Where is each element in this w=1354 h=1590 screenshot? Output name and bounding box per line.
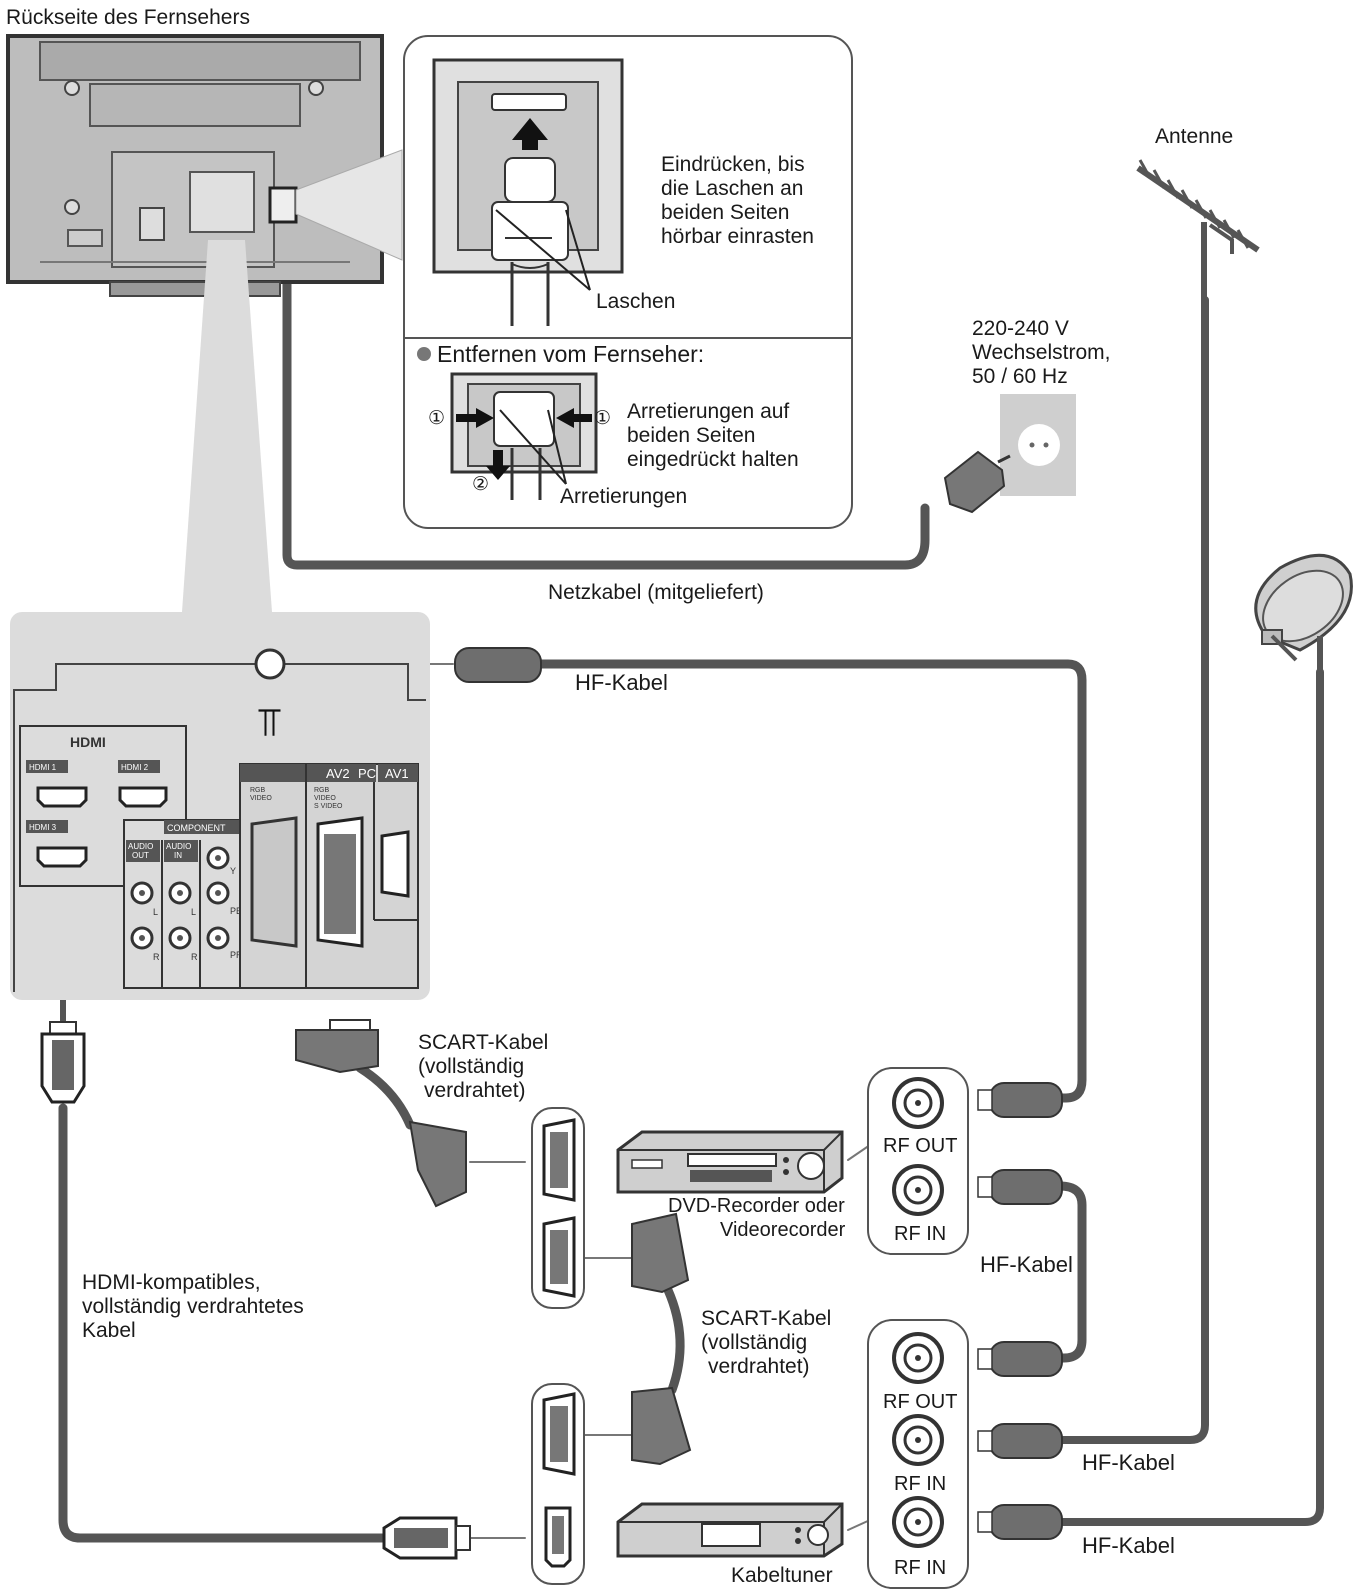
tabs-label: Laschen bbox=[596, 290, 675, 313]
tv-back: Rückseite des Fernsehers bbox=[6, 6, 384, 297]
dvd-recorder bbox=[616, 1130, 844, 1194]
remove-heading: Entfernen vom Fernseher: bbox=[437, 341, 704, 367]
vcr-rf-in-label: RF IN bbox=[894, 1223, 946, 1245]
power-cable bbox=[282, 205, 930, 570]
hf-plug-tuner-in-1 bbox=[989, 1423, 1063, 1459]
hdmi1-label: HDMI 1 bbox=[29, 763, 57, 772]
av1-label: AV1 bbox=[385, 766, 409, 781]
component-label: COMPONENT bbox=[167, 823, 226, 833]
hf-plugs bbox=[454, 647, 1063, 1540]
hdmi2-label: HDMI 2 bbox=[121, 763, 149, 772]
hdmi-logo: HDMI bbox=[70, 734, 106, 750]
terminal-panel: ⫪ HDMI HDMI 1 HDMI 2 HDMI 3 COMPONENT AU… bbox=[10, 612, 430, 1000]
ch-l-out: L bbox=[153, 907, 158, 917]
cable-tuner bbox=[616, 1502, 844, 1558]
squeeze-arrow-right bbox=[556, 408, 592, 428]
rf-antenna-jack bbox=[254, 648, 286, 680]
pc-vga-port bbox=[380, 830, 410, 898]
bullet-icon bbox=[417, 347, 431, 361]
tuner-rf-panel bbox=[867, 1319, 969, 1589]
ch-l-in: L bbox=[191, 907, 196, 917]
hdmi-plug-tv bbox=[40, 1021, 86, 1104]
power-plug bbox=[943, 450, 1006, 514]
ch-pr: PR bbox=[230, 950, 243, 960]
hf-cable-antenna bbox=[1058, 296, 1209, 1444]
wall-socket: 220-240 V Wechselstrom, 50 / 60 Hz bbox=[943, 317, 1116, 514]
ch-pb: PB bbox=[230, 906, 242, 916]
scart-plug-vcr bbox=[408, 1120, 467, 1208]
hf-cable-label-4: HF-Kabel bbox=[1082, 1533, 1175, 1558]
hf-plug-vcr-in bbox=[989, 1169, 1063, 1205]
hdmi-plug-tuner bbox=[382, 1516, 471, 1560]
scart-cable-label-2: SCART-Kabel (vollständig verdrahtet) bbox=[701, 1307, 837, 1378]
antenna: Antenne bbox=[1136, 125, 1260, 300]
pc-label: PC bbox=[358, 766, 376, 781]
hf-plug-vcr-out bbox=[989, 1082, 1063, 1118]
tuner-rf-out-label: RF OUT bbox=[883, 1391, 957, 1413]
step-1-left: ① bbox=[428, 408, 445, 429]
tuner-rf-in-label-2: RF IN bbox=[894, 1557, 946, 1579]
satellite-dish bbox=[1254, 554, 1353, 672]
hf-cable-label-2: HF-Kabel bbox=[980, 1252, 1073, 1277]
plug-inset: Eindrücken, bis die Laschen an beiden Se… bbox=[403, 35, 853, 529]
hf-plug-tuner-in-2 bbox=[989, 1504, 1063, 1540]
av2-label: AV2 bbox=[326, 766, 350, 781]
hdmi1-port bbox=[36, 786, 88, 808]
tuner-rf-in-label-1: RF IN bbox=[894, 1473, 946, 1495]
pull-arrow bbox=[486, 450, 510, 480]
hdmi3-label: HDMI 3 bbox=[29, 823, 57, 832]
step-1-right: ① bbox=[594, 408, 611, 429]
squeeze-arrow-left bbox=[456, 408, 494, 428]
vcr-rf-out-label: RF OUT bbox=[883, 1135, 957, 1157]
step-2: ② bbox=[472, 474, 489, 495]
hdmi3-port bbox=[36, 846, 88, 868]
av2-scart-port bbox=[250, 816, 298, 948]
antenna-label: Antenne bbox=[1155, 125, 1233, 148]
scart-cable-vcr-tuner bbox=[663, 1285, 685, 1395]
scart-plug-tuner bbox=[631, 1386, 692, 1466]
hf-plug-tv bbox=[454, 647, 542, 683]
antenna-terminal-icon: ⫪ bbox=[258, 701, 281, 745]
scart-cable-tv-vcr bbox=[355, 1063, 415, 1130]
hdmi-cable-lower bbox=[58, 1103, 390, 1543]
power-cable-label: Netzkabel (mitgeliefert) bbox=[548, 581, 764, 604]
tuner-io-panel bbox=[531, 1383, 585, 1585]
hf-cable-label-1: HF-Kabel bbox=[575, 670, 668, 695]
scart-plug-vcr-out bbox=[631, 1212, 690, 1294]
ch-y: Y bbox=[230, 866, 236, 876]
zoom-cone-panel bbox=[182, 240, 272, 612]
hf-cable-label-3: HF-Kabel bbox=[1082, 1450, 1175, 1475]
inset-instruction: Eindrücken, bis die Laschen an beiden Se… bbox=[661, 153, 814, 248]
scart-cable-label-1: SCART-Kabel (vollständig verdrahtet) bbox=[418, 1031, 554, 1102]
hf-plug-tuner-out bbox=[989, 1341, 1063, 1377]
locks-label: Arretierungen bbox=[560, 485, 687, 508]
hf-cable-vcr-tuner bbox=[1055, 1181, 1087, 1363]
hf-cable-satellite bbox=[1058, 668, 1324, 1526]
vcr-rf-panel bbox=[867, 1067, 969, 1255]
scart-plug-tv bbox=[295, 1019, 379, 1074]
cable-tuner-label: Kabeltuner bbox=[731, 1564, 833, 1587]
dvd-label: DVD-Recorder oder Videorecorder bbox=[668, 1195, 850, 1241]
ch-r-out: R bbox=[153, 952, 160, 962]
hdmi-cable-label: HDMI-kompatibles, vollständig verdrahtet… bbox=[82, 1271, 310, 1342]
tv-back-label: Rückseite des Fernsehers bbox=[6, 6, 250, 29]
vcr-scart-panel bbox=[531, 1107, 585, 1309]
push-arrow bbox=[512, 118, 548, 150]
mains-label: 220-240 V Wechselstrom, 50 / 60 Hz bbox=[972, 317, 1116, 388]
remove-instruction: Arretierungen auf beiden Seiten eingedrü… bbox=[627, 400, 799, 471]
zoom-cone-plug bbox=[295, 149, 403, 261]
hf-cable-tv-vcr bbox=[535, 659, 1087, 1103]
hdmi2-port bbox=[118, 786, 168, 808]
ch-r-in: R bbox=[191, 952, 198, 962]
